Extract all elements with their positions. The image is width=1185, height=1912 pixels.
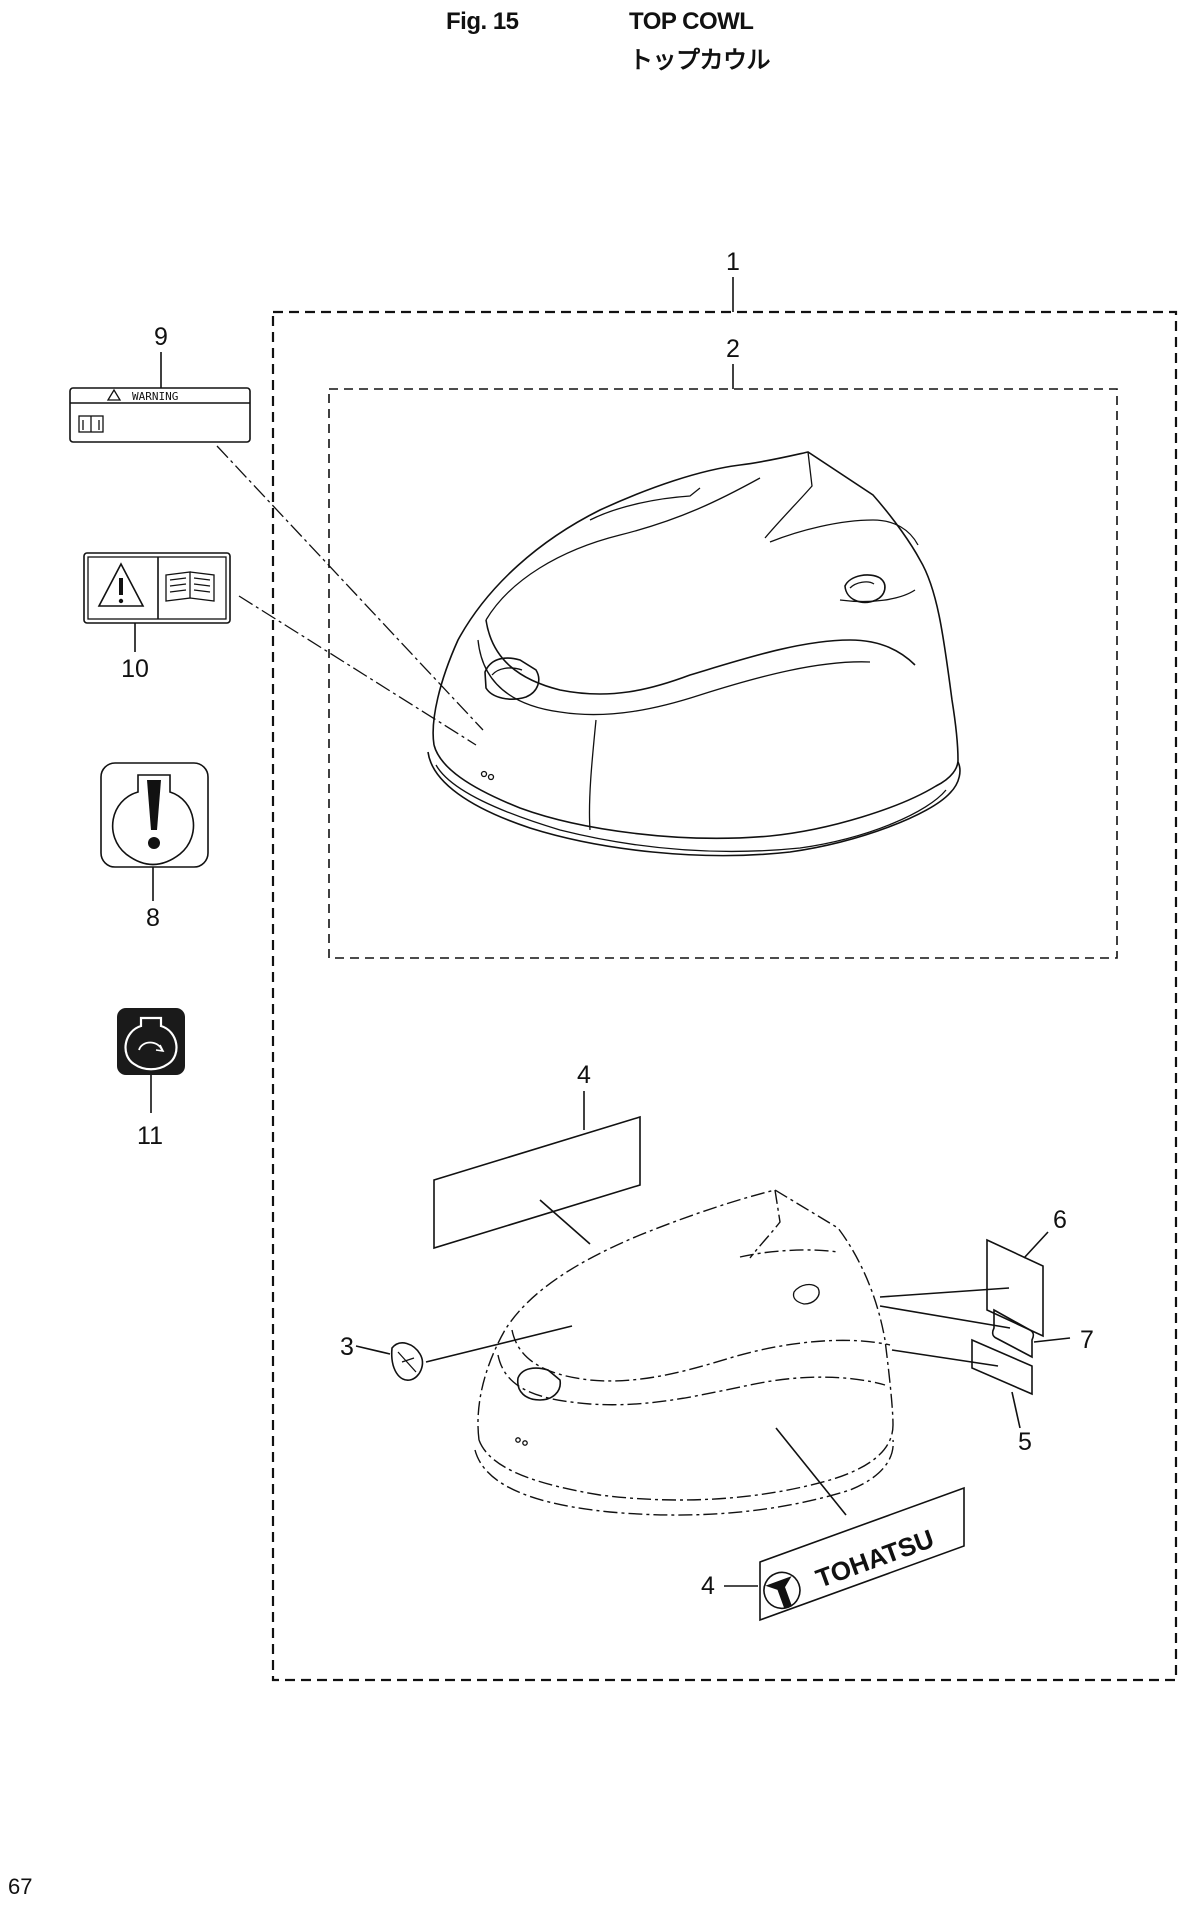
callout-9: 9 xyxy=(154,323,168,351)
leader-9 xyxy=(216,445,484,731)
cowl-phantom-outline xyxy=(474,1189,894,1516)
figure-title: TOP COWL xyxy=(629,8,754,35)
figure-number: Fig. 15 xyxy=(446,8,519,35)
manual-book-icon xyxy=(78,415,104,433)
cowl-handle-opening xyxy=(484,657,540,700)
cowl-vent-cap xyxy=(844,574,886,604)
callout-3: 3 xyxy=(340,1333,354,1361)
manual-book-icon xyxy=(165,571,215,602)
exclamation-mark-icon xyxy=(147,780,161,830)
figure-subtitle: トップカウル xyxy=(629,47,771,74)
warning-triangle-icon xyxy=(106,388,122,401)
callout-5: 5 xyxy=(1018,1428,1032,1456)
decal-part-5 xyxy=(891,1338,1033,1429)
decal-panel-part-4-top xyxy=(433,1091,641,1250)
caution-decal-part-10 xyxy=(83,552,231,652)
callout-6: 6 xyxy=(1053,1206,1067,1234)
leader-10 xyxy=(238,595,477,746)
callout-7: 7 xyxy=(1080,1326,1094,1354)
callout-8: 8 xyxy=(146,904,160,932)
decal-part-7 xyxy=(879,1305,1071,1359)
tohatsu-decal-part-4-bottom: TOHATSU xyxy=(724,1427,965,1622)
assembly-1-boundary xyxy=(271,310,1178,1682)
tohatsu-brand-text: TOHATSU xyxy=(812,1523,938,1593)
top-cowl-part-2 xyxy=(427,451,961,857)
callout-2: 2 xyxy=(726,335,740,363)
warning-label-text: WARNING xyxy=(132,390,178,403)
warning-exclamation-icon xyxy=(97,562,145,607)
warning-decal-part-8 xyxy=(100,762,209,901)
warning-label-part-9: WARNING xyxy=(69,352,251,443)
callout-11: 11 xyxy=(137,1122,163,1150)
callout-10: 10 xyxy=(121,655,149,683)
callout-4-top: 4 xyxy=(577,1061,591,1089)
decal-part-11 xyxy=(117,1008,185,1113)
callout-1: 1 xyxy=(726,248,740,276)
page-number: 67 xyxy=(8,1874,33,1899)
assembly-2-boundary xyxy=(328,388,1118,959)
emblem-part-3 xyxy=(355,1325,573,1381)
callout-4-bottom: 4 xyxy=(701,1572,715,1600)
tohatsu-logo-icon xyxy=(763,1571,801,1610)
decal-part-6 xyxy=(879,1231,1049,1338)
